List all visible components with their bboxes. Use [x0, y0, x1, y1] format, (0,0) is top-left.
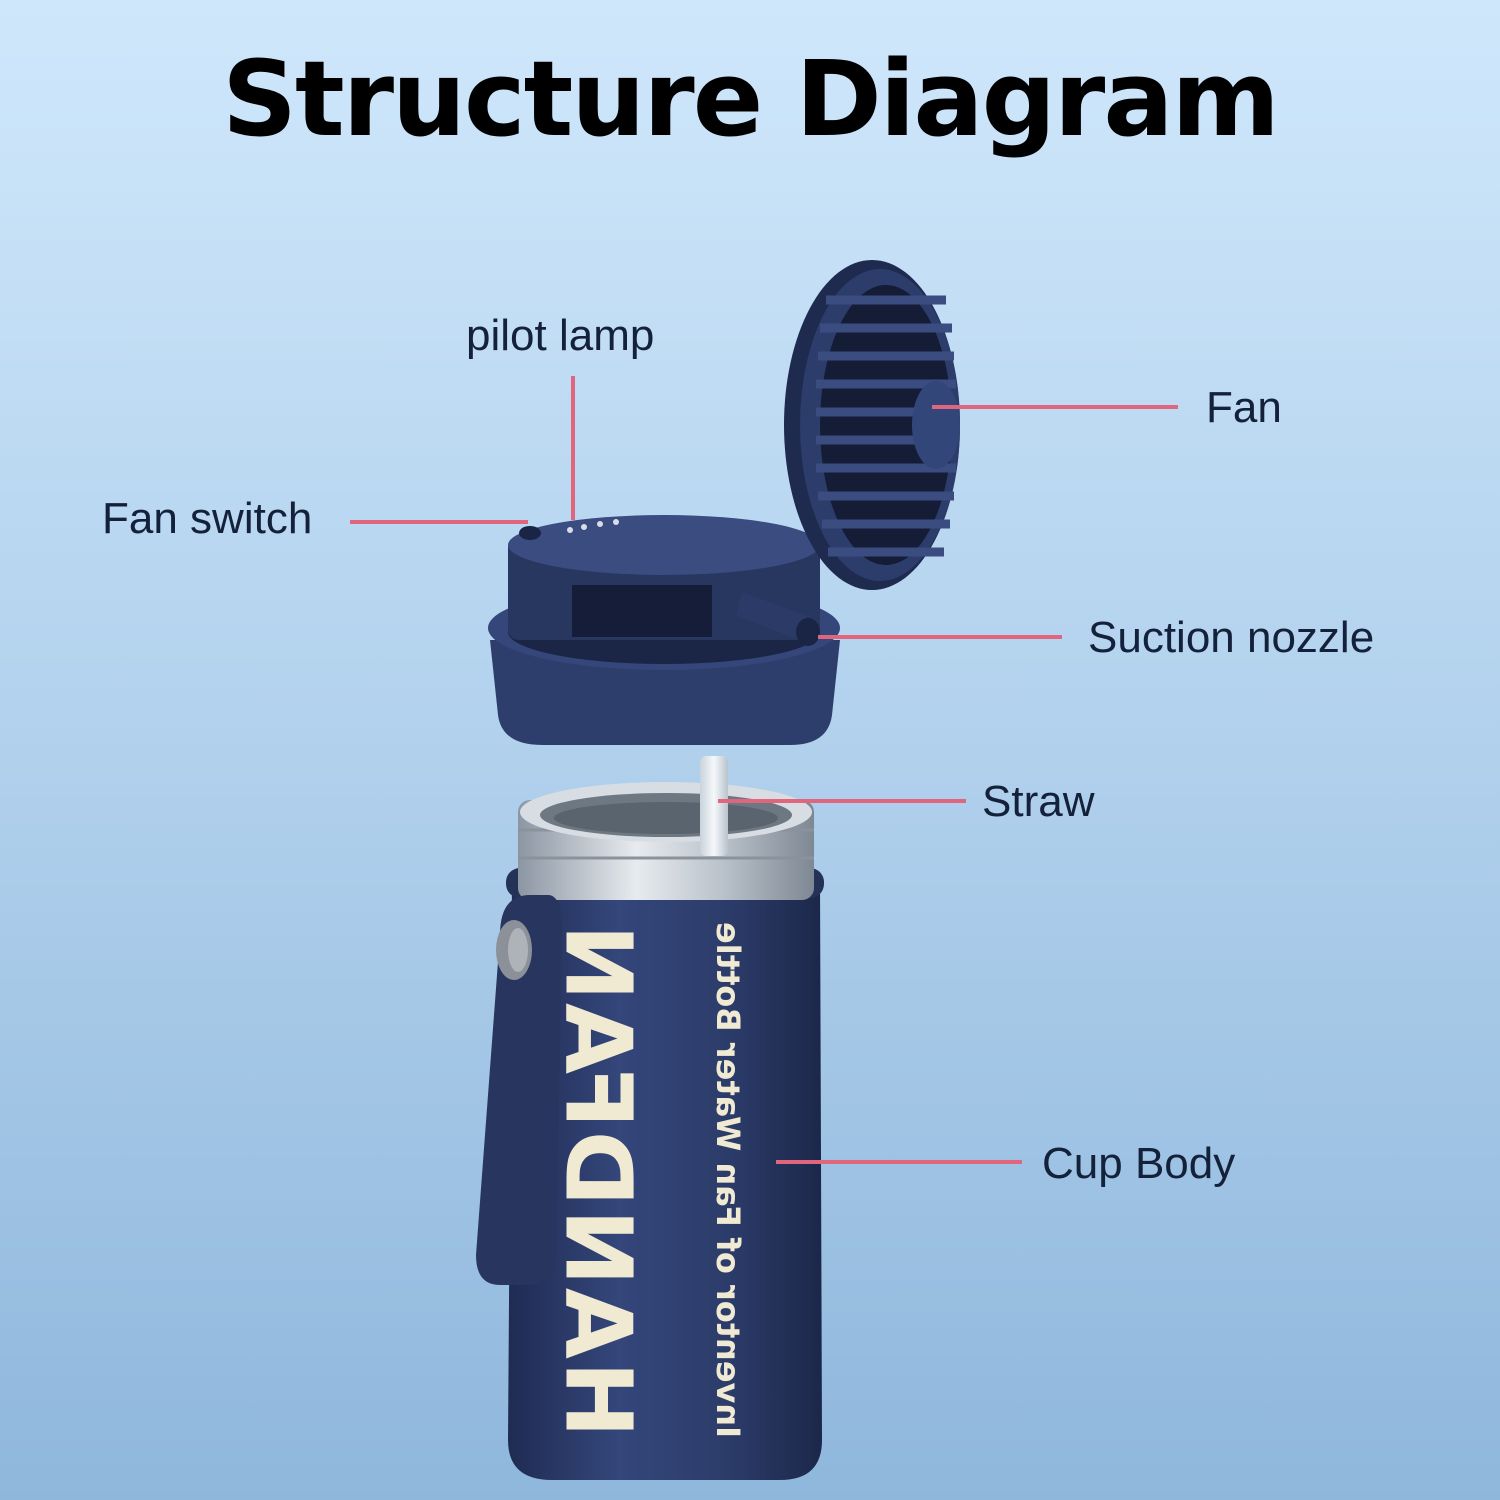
pilot-lamp-dot	[597, 521, 603, 527]
label-fan-switch: Fan switch	[102, 494, 313, 543]
suction-nozzle	[736, 592, 808, 640]
pilot-lamp-dot	[581, 524, 587, 530]
fan-switch-button	[519, 526, 541, 540]
fan-head	[784, 260, 960, 590]
brand-tagline: Inventor of Fan Water Bottle	[709, 921, 747, 1439]
label-suction-nozzle: Suction nozzle	[1088, 613, 1375, 662]
pilot-lamp-dot	[613, 519, 619, 525]
leader-lines	[350, 376, 1178, 1164]
cup-neck	[518, 782, 814, 900]
diagram-title: Structure Diagram	[222, 38, 1280, 160]
lid	[488, 515, 840, 745]
brand-logo-text: HANDFAN	[544, 921, 652, 1439]
label-straw: Straw	[982, 777, 1095, 826]
strap	[476, 895, 562, 1285]
label-fan: Fan	[1206, 383, 1282, 432]
label-cup-body: Cup Body	[1042, 1139, 1236, 1188]
pilot-lamp-dot	[567, 527, 573, 533]
label-pilot-lamp: pilot lamp	[466, 311, 655, 360]
straw	[700, 756, 728, 856]
